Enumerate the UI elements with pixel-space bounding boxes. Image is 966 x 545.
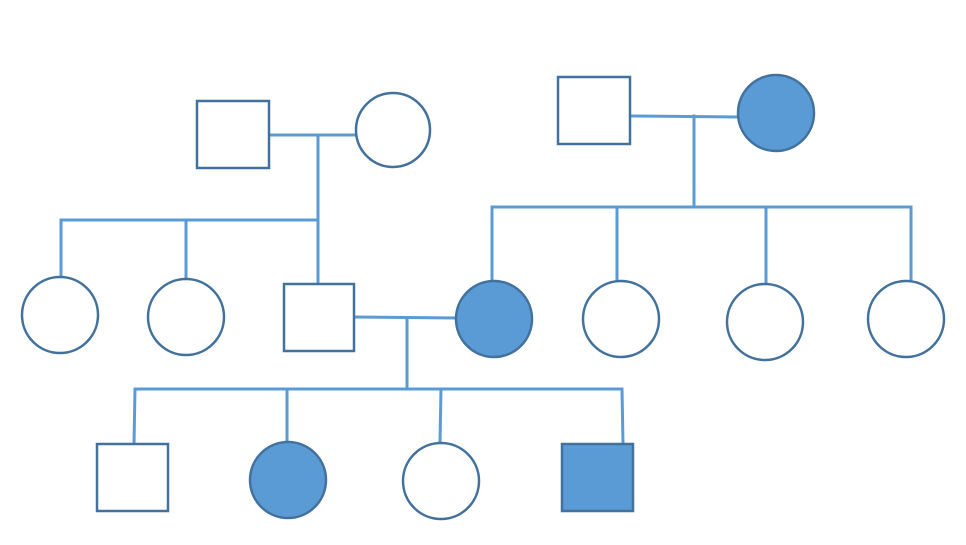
child-drop-g3-son-1 <box>132 387 137 446</box>
marriage-line-g2-couple <box>352 315 458 320</box>
female-unaffected-circle <box>146 277 226 357</box>
male-affected-square <box>560 442 635 513</box>
female-affected-circle <box>736 73 816 153</box>
female-unaffected-circle <box>581 279 661 359</box>
child-drop-g3-daughter-2 <box>438 387 443 445</box>
female-unaffected-circle <box>354 91 432 169</box>
male-unaffected-square <box>556 75 632 146</box>
male-unaffected-square <box>95 442 170 513</box>
female-unaffected-circle <box>401 441 481 521</box>
connector-lines <box>59 114 913 446</box>
individuals <box>20 73 946 521</box>
marriage-line-right-couple <box>629 114 740 119</box>
male-unaffected-square <box>282 282 356 353</box>
child-drop-g3-son-2 <box>620 387 625 446</box>
female-affected-circle <box>454 279 534 359</box>
female-unaffected-circle <box>866 279 946 359</box>
male-unaffected-square <box>195 99 271 170</box>
female-affected-circle <box>248 440 328 520</box>
female-unaffected-circle <box>725 282 805 362</box>
female-unaffected-circle <box>20 275 100 355</box>
